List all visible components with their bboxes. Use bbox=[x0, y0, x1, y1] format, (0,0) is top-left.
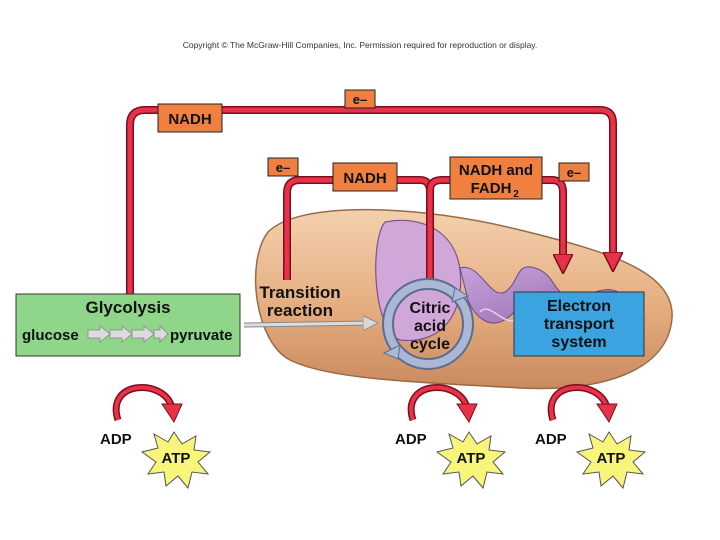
svg-text:reaction: reaction bbox=[267, 301, 333, 320]
atp-burst bbox=[435, 431, 507, 490]
glycolysis-box: Glycolysis glucose pyruvate bbox=[15, 293, 241, 357]
atp-label: ATP bbox=[162, 450, 191, 467]
svg-text:transport: transport bbox=[544, 316, 615, 333]
electron-label-right: e– bbox=[558, 162, 590, 182]
atp-burst bbox=[575, 431, 647, 490]
svg-text:NADH: NADH bbox=[168, 111, 211, 128]
atp-group-citric: ADP ATP bbox=[395, 384, 507, 490]
pyruvate-to-citric-arrow bbox=[243, 323, 372, 325]
svg-text:2: 2 bbox=[513, 189, 519, 200]
svg-text:Glycolysis: Glycolysis bbox=[85, 298, 170, 317]
svg-text:NADH and: NADH and bbox=[459, 162, 533, 179]
svg-text:FADH: FADH bbox=[471, 180, 512, 197]
atp-label: ATP bbox=[457, 450, 486, 467]
svg-text:Electron: Electron bbox=[547, 298, 611, 315]
atp-group-glycolysis: ADP ATP bbox=[100, 384, 212, 490]
electron-label-left: e– bbox=[267, 157, 299, 177]
atp-burst bbox=[140, 431, 212, 490]
svg-text:system: system bbox=[551, 334, 606, 351]
svg-text:glucose: glucose bbox=[22, 327, 79, 344]
carrier-nadh-mid: NADH bbox=[332, 162, 398, 192]
svg-text:NADH: NADH bbox=[343, 170, 386, 187]
svg-text:e–: e– bbox=[276, 160, 290, 175]
adp-label: ADP bbox=[395, 431, 427, 448]
svg-text:acid: acid bbox=[414, 318, 446, 335]
transition-reaction-label: Transition reaction bbox=[259, 283, 340, 320]
svg-text:Transition: Transition bbox=[259, 283, 340, 302]
electron-transport-system-box: Electron transport system bbox=[513, 291, 645, 357]
carrier-nadh-top: NADH bbox=[157, 103, 223, 133]
electron-label-top: e– bbox=[344, 89, 376, 109]
adp-label: ADP bbox=[100, 431, 132, 448]
citric-acid-cycle: Citric acid cycle bbox=[382, 278, 474, 370]
atp-group-ets: ADP ATP bbox=[535, 384, 647, 490]
svg-text:pyruvate: pyruvate bbox=[170, 327, 233, 344]
adp-label: ADP bbox=[535, 431, 567, 448]
atp-label: ATP bbox=[597, 450, 626, 467]
svg-text:cycle: cycle bbox=[410, 336, 450, 353]
glycolysis-step-arrows bbox=[87, 325, 169, 343]
svg-text:e–: e– bbox=[567, 165, 581, 180]
svg-text:e–: e– bbox=[353, 92, 367, 107]
carrier-nadh-fadh2: NADH and FADH 2 bbox=[449, 156, 543, 200]
svg-text:Citric: Citric bbox=[410, 300, 451, 317]
copyright-notice: Copyright © The McGraw-Hill Companies, I… bbox=[182, 40, 538, 50]
